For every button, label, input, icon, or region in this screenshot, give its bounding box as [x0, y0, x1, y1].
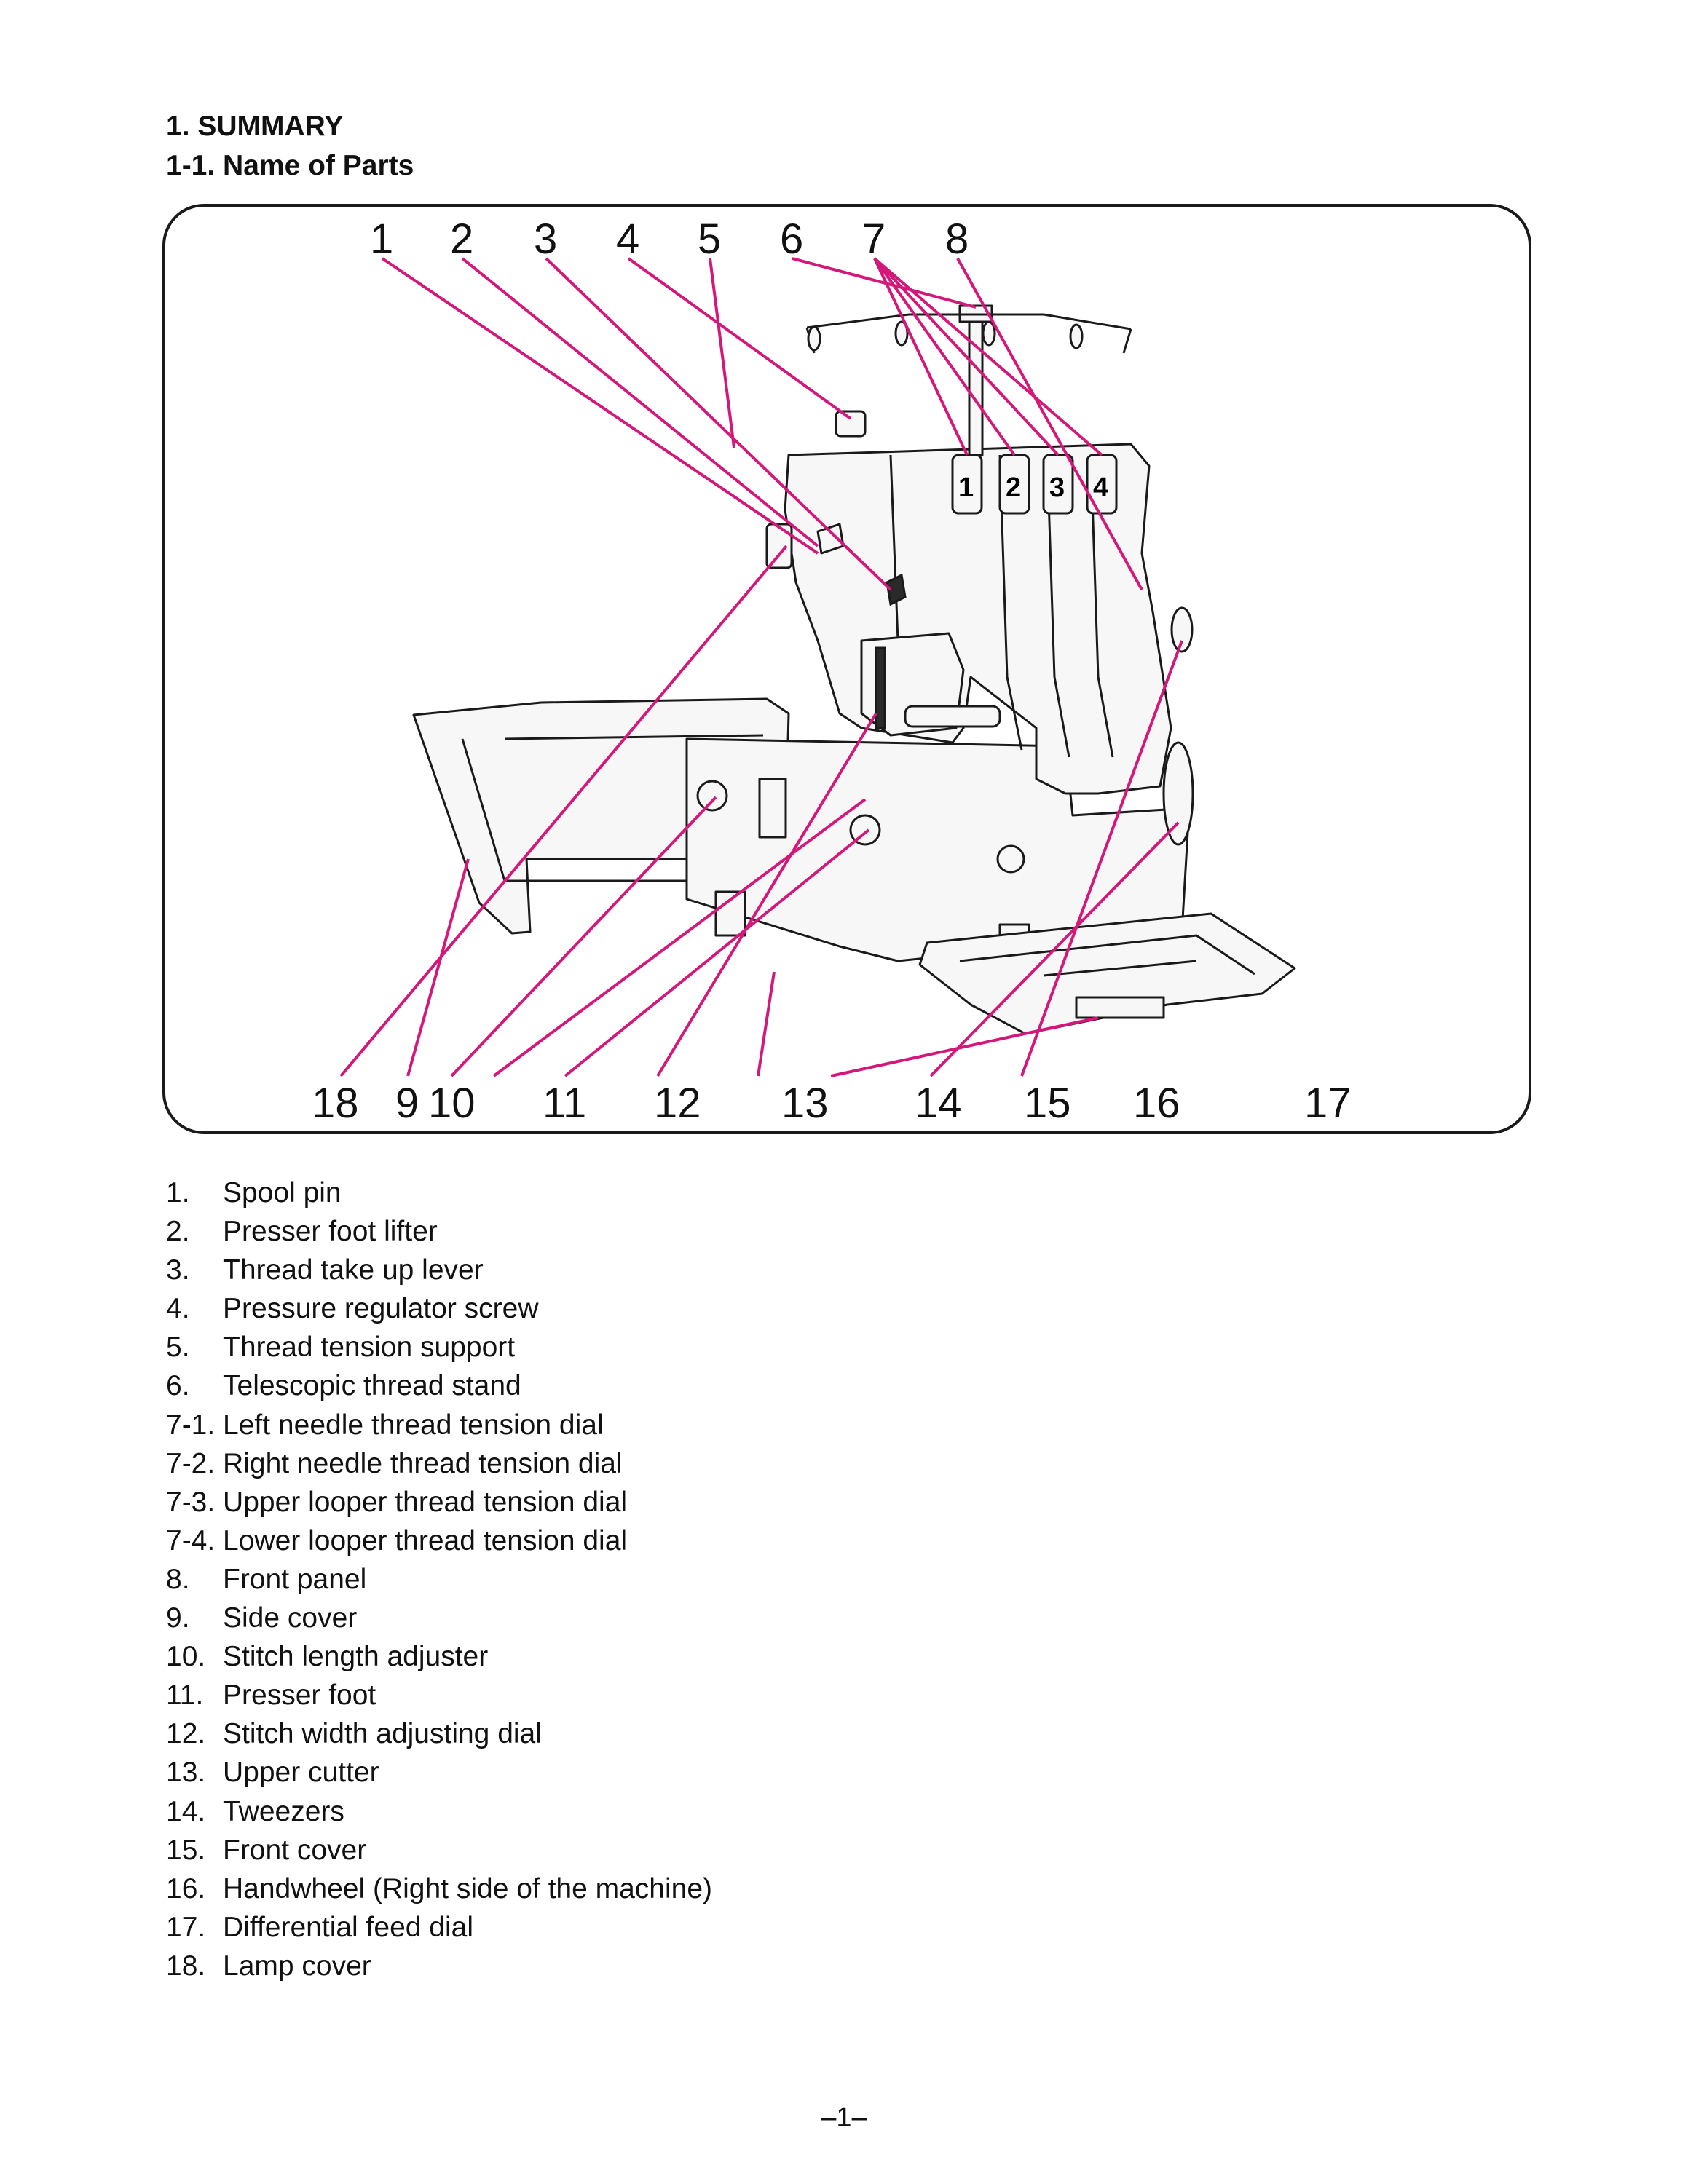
callout-10: 10 [428, 1080, 476, 1127]
tension-dials: 1 2 3 4 [951, 454, 1118, 515]
list-item: 8. Front panel [166, 1560, 712, 1599]
part-name: Lamp cover [223, 1950, 371, 1982]
callout-1: 1 [370, 215, 393, 263]
part-name: Thread tension support [223, 1332, 516, 1364]
part-number: 6. [166, 1370, 190, 1402]
list-item: 6. Telescopic thread stand [166, 1366, 712, 1405]
part-name: Handwheel (Right side of the machine) [223, 1872, 713, 1904]
part-number: 11. [166, 1679, 204, 1712]
part-name: Stitch length adjuster [223, 1641, 489, 1673]
part-name: Thread take up lever [223, 1254, 484, 1286]
part-name: Lower looper thread tension dial [223, 1524, 628, 1556]
callout-12: 12 [654, 1080, 701, 1127]
part-name: Presser foot lifter [223, 1216, 438, 1248]
part-number: 4. [166, 1293, 190, 1325]
part-number: 14. [166, 1795, 206, 1827]
list-item: 1. Spool pin [166, 1174, 712, 1212]
list-item: 7-1. Left needle thread tension dial [166, 1406, 712, 1444]
part-name: Right needle thread tension dial [223, 1447, 623, 1479]
callout-3: 3 [534, 215, 557, 263]
parts-list: 1. Spool pin 2. Presser foot lifter 3. Thre… [166, 1174, 712, 1985]
callout-17: 17 [1304, 1080, 1352, 1127]
list-item: 9. Side cover [166, 1599, 712, 1637]
parts-diagram-figure: 1 2 3 4 [162, 204, 1531, 1134]
callout-9: 9 [395, 1080, 419, 1127]
callout-6: 6 [780, 215, 803, 263]
part-name: Presser foot [223, 1679, 376, 1712]
part-number: 2. [166, 1216, 190, 1248]
part-name: Pressure regulator screw [223, 1293, 539, 1325]
part-number: 16. [166, 1872, 206, 1904]
list-item: 13. Upper cutter [166, 1753, 712, 1792]
list-item: 5. Thread tension support [166, 1328, 712, 1366]
callout-5: 5 [698, 215, 721, 263]
part-number: 17. [166, 1911, 206, 1943]
part-name: Upper looper thread tension dial [223, 1486, 628, 1518]
part-number: 3. [166, 1254, 190, 1286]
list-item: 7-3. Upper looper thread tension dial [166, 1483, 712, 1522]
list-item: 17. Differential feed dial [166, 1908, 712, 1947]
part-number: 7-1. [166, 1409, 216, 1441]
serger-machine-drawing: 1 2 3 4 [412, 304, 1296, 1035]
list-item: 7-4. Lower looper thread tension dial [166, 1522, 712, 1560]
part-number: 12. [166, 1718, 206, 1750]
part-number: 8. [166, 1563, 190, 1595]
callout-numbers-bottom: 18 9 10 11 12 13 14 15 16 17 [312, 1080, 1352, 1127]
callout-numbers-top: 1 2 3 4 5 6 7 8 [370, 215, 969, 263]
list-item: 10. Stitch length adjuster [166, 1637, 712, 1676]
part-number: 15. [166, 1834, 206, 1866]
part-number: 7-3. [166, 1486, 216, 1518]
part-number: 7-2. [166, 1447, 216, 1479]
callout-18: 18 [312, 1080, 359, 1127]
list-item: 3. Thread take up lever [166, 1251, 712, 1289]
section-heading: 1. SUMMARY [166, 111, 344, 142]
list-item: 7-2. Right needle thread tension dial [166, 1444, 712, 1483]
part-number: 13. [166, 1757, 206, 1789]
leader-lines [339, 257, 1183, 1077]
part-number: 10. [166, 1641, 206, 1673]
page-number: –1– [821, 2102, 867, 2133]
list-item: 16. Handwheel (Right side of the machine) [166, 1870, 712, 1908]
callout-16: 16 [1133, 1080, 1180, 1127]
callout-8: 8 [945, 215, 969, 263]
part-name: Spool pin [223, 1177, 342, 1208]
list-item: 12. Stitch width adjusting dial [166, 1714, 712, 1753]
part-number: 7-4. [166, 1524, 216, 1556]
part-name: Front panel [223, 1563, 367, 1595]
list-item: 15. Front cover [166, 1831, 712, 1870]
part-name: Stitch width adjusting dial [223, 1718, 542, 1750]
callout-2: 2 [450, 215, 473, 263]
callout-14: 14 [915, 1080, 962, 1127]
part-name: Side cover [223, 1602, 358, 1634]
list-item: 4. Pressure regulator screw [166, 1289, 712, 1328]
callout-7: 7 [862, 215, 886, 263]
part-number: 9. [166, 1602, 190, 1634]
dial-label-1: 1 [958, 472, 974, 503]
callout-11: 11 [543, 1080, 586, 1127]
part-name: Differential feed dial [223, 1911, 473, 1943]
parts-diagram: 1 2 3 4 [162, 204, 1531, 1134]
list-item: 18. Lamp cover [166, 1947, 712, 1985]
callout-15: 15 [1024, 1080, 1071, 1127]
list-item: 2. Presser foot lifter [166, 1212, 712, 1251]
dial-label-4: 4 [1093, 472, 1108, 503]
subsection-heading: 1-1. Name of Parts [166, 150, 414, 181]
part-number: 18. [166, 1950, 206, 1982]
part-name: Front cover [223, 1834, 367, 1866]
callout-4: 4 [616, 215, 639, 263]
part-name: Upper cutter [223, 1757, 379, 1789]
dial-label-3: 3 [1049, 472, 1065, 503]
callout-13: 13 [781, 1080, 829, 1127]
part-number: 1. [166, 1177, 190, 1208]
part-name: Tweezers [223, 1795, 344, 1827]
list-item: 14. Tweezers [166, 1792, 712, 1831]
part-name: Telescopic thread stand [223, 1370, 521, 1402]
list-item: 11. Presser foot [166, 1676, 712, 1714]
part-number: 5. [166, 1332, 190, 1364]
dial-label-2: 2 [1006, 472, 1021, 503]
part-name: Left needle thread tension dial [223, 1409, 604, 1441]
